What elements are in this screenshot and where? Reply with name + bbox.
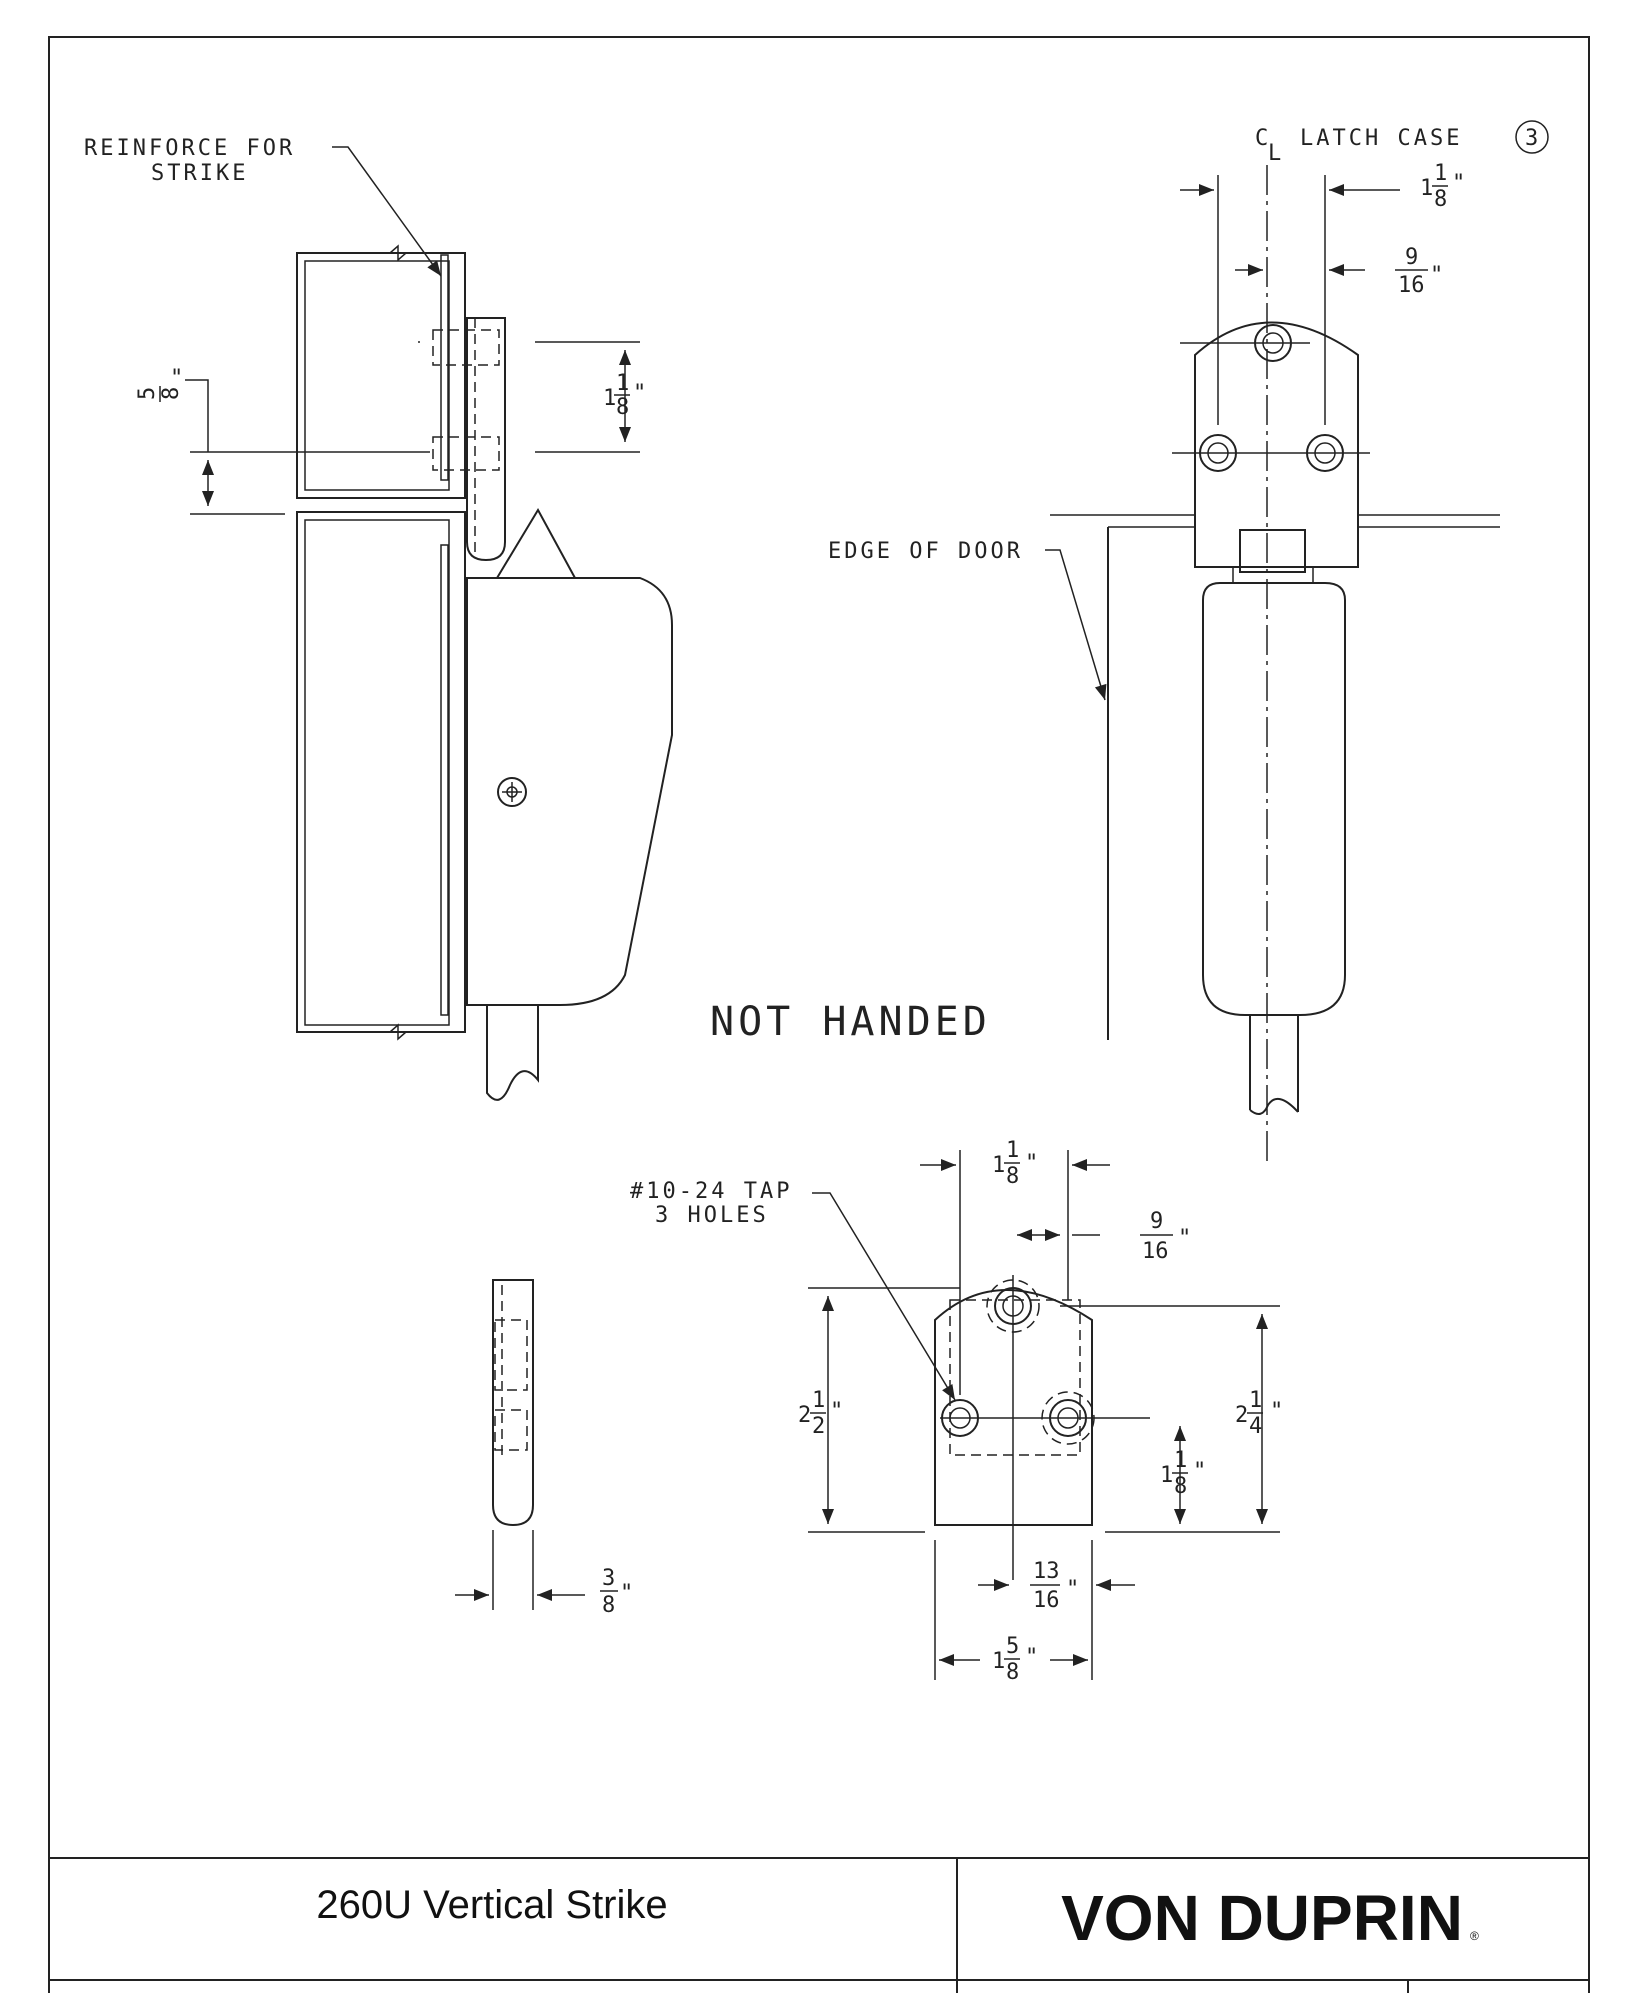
side-view: REINFORCE FOR STRIKE 1 1 8 " <box>84 136 673 1101</box>
svg-text:4: 4 <box>1249 1414 1262 1439</box>
svg-text:": " <box>1430 263 1443 288</box>
svg-text:8: 8 <box>1174 1474 1187 1499</box>
svg-text:2: 2 <box>798 1403 811 1428</box>
dim-edge-3-8: 3 8 " <box>600 1566 633 1618</box>
dim-side-5-8: 5 8 <box>135 386 184 402</box>
svg-text:1: 1 <box>1160 1463 1173 1488</box>
latch-case-label: LATCH CASE <box>1300 126 1462 151</box>
dim-top-9-16: 9 16 " <box>1395 245 1443 298</box>
svg-text:": " <box>1270 1399 1283 1424</box>
tap-leader <box>812 1192 956 1401</box>
svg-text:9: 9 <box>1150 1209 1163 1234</box>
strike-detail: 3 8 " #10-24 TAP 3 HOLES 1 1 8 <box>455 1138 1283 1685</box>
svg-text:1: 1 <box>603 386 616 411</box>
svg-text:": " <box>1452 171 1465 196</box>
cl-l: L <box>1268 141 1284 166</box>
svg-text:16: 16 <box>1142 1239 1169 1264</box>
svg-text:8: 8 <box>602 1593 615 1618</box>
dim-top-1-1-8: 1 1 8 " <box>1420 161 1465 212</box>
svg-text:1: 1 <box>992 1153 1005 1178</box>
svg-text:16: 16 <box>1398 273 1425 298</box>
title-block: 260U Vertical Strike VON DUPRIN ® <box>49 1857 1589 1993</box>
svg-text:1: 1 <box>812 1388 825 1413</box>
front-view: C L LATCH CASE 3 1 1 8 " 9 16 " <box>710 120 1549 1165</box>
svg-text:13: 13 <box>1033 1559 1060 1584</box>
svg-text:8: 8 <box>1434 187 1447 212</box>
dim-strike-2-1-2: 2 1 2 " <box>798 1388 843 1439</box>
svg-text:": " <box>170 366 183 391</box>
tap-label-line1: #10-24 TAP <box>630 1179 792 1204</box>
svg-text:5: 5 <box>135 387 160 400</box>
dim-strike-9-16: 9 16 " <box>1140 1209 1191 1264</box>
svg-text:5: 5 <box>1006 1634 1019 1659</box>
reinforce-label-line1: REINFORCE FOR <box>84 136 295 161</box>
sheet-border <box>48 36 1590 1993</box>
svg-text:2: 2 <box>812 1414 825 1439</box>
svg-text:9: 9 <box>1405 245 1418 270</box>
drawing-title: 260U Vertical Strike <box>316 1883 667 1927</box>
cl-c: C <box>1255 126 1271 151</box>
edge-of-door-label: EDGE OF DOOR <box>828 539 1023 564</box>
svg-text:8: 8 <box>159 387 184 400</box>
registered-mark: ® <box>1470 1929 1479 1943</box>
svg-text:8: 8 <box>616 395 629 420</box>
brand-logo: VON DUPRIN <box>1061 1882 1463 1954</box>
latch-case-callout <box>1515 120 1549 154</box>
svg-text:": " <box>633 381 646 406</box>
reinforce-label-line2: STRIKE <box>151 161 248 186</box>
dim-strike-1-5-8: 1 5 8 " <box>992 1634 1038 1685</box>
dim-strike-1-1-8-top: 1 1 8 " <box>992 1138 1038 1189</box>
svg-text:2: 2 <box>1235 1403 1248 1428</box>
svg-text:": " <box>1178 1226 1191 1251</box>
svg-text:": " <box>1025 1151 1038 1176</box>
not-handed-label: NOT HANDED <box>710 999 991 1045</box>
svg-text:8: 8 <box>1006 1164 1019 1189</box>
svg-text:1: 1 <box>992 1649 1005 1674</box>
svg-text:3: 3 <box>602 1566 615 1591</box>
svg-text:1: 1 <box>1434 161 1447 186</box>
svg-text:1: 1 <box>616 371 629 396</box>
svg-text:": " <box>830 1399 843 1424</box>
svg-text:16: 16 <box>1033 1588 1060 1613</box>
svg-text:": " <box>1193 1459 1206 1484</box>
dim-strike-2-1-4: 2 1 4 " <box>1235 1388 1283 1439</box>
dim-strike-13-16: 13 16 " <box>1030 1559 1079 1613</box>
dim-strike-1-1-8-right: 1 1 8 " <box>1160 1448 1206 1499</box>
reinforce-leader <box>332 146 442 277</box>
screw-icon <box>497 777 527 807</box>
svg-text:1: 1 <box>1006 1138 1019 1163</box>
svg-text:": " <box>1066 1577 1079 1602</box>
svg-text:3: 3 <box>1525 126 1538 151</box>
edge-leader <box>1045 549 1107 701</box>
dim-side-1-1-8: 1 1 8 " <box>603 371 646 420</box>
svg-text:1: 1 <box>1249 1388 1262 1413</box>
svg-text:1: 1 <box>1420 176 1433 201</box>
svg-text:": " <box>620 1581 633 1606</box>
svg-text:8: 8 <box>1006 1660 1019 1685</box>
svg-text:1: 1 <box>1174 1448 1187 1473</box>
tap-label-line2: 3 HOLES <box>655 1203 769 1228</box>
svg-text:": " <box>1025 1645 1038 1670</box>
